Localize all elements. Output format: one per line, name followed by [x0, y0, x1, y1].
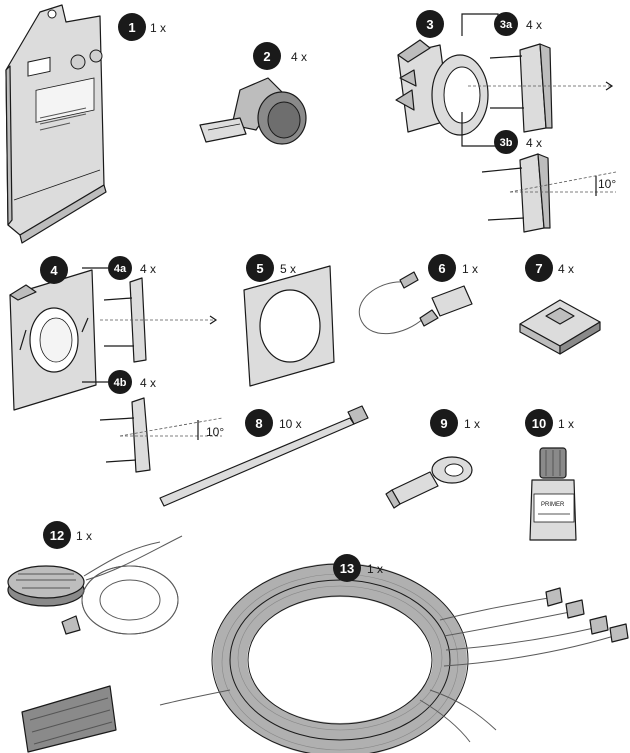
- qty-12: 1 x: [76, 529, 92, 543]
- control-unit: [5, 4, 107, 244]
- adhesive-mount-7: [519, 299, 601, 355]
- buzzer-12: [7, 535, 183, 635]
- badge-10: [525, 409, 553, 437]
- badge-2-number: 2: [263, 49, 270, 64]
- primer-label: PRIMER: [541, 502, 565, 508]
- ultrasonic-sensor: [199, 77, 307, 145]
- badge-12: [43, 521, 71, 549]
- gasket-5: [243, 265, 335, 387]
- badge-1-number: 1: [128, 20, 135, 35]
- badge-5: [246, 254, 274, 282]
- qty-8: 10 x: [279, 417, 302, 431]
- cable-tie-8: [159, 405, 369, 507]
- qty-10: 1 x: [558, 417, 574, 431]
- badge-1: [118, 13, 146, 41]
- badge-7-number: 7: [535, 261, 542, 276]
- angle-label-3b: 10°: [598, 177, 616, 191]
- badge-13: [333, 554, 361, 582]
- badge-4b: [108, 370, 132, 394]
- badge-3b: [494, 130, 518, 154]
- badge-3a: [494, 12, 518, 36]
- qty-4a: 4 x: [140, 262, 156, 276]
- badge-5-number: 5: [256, 261, 263, 276]
- badge-9-number: 9: [440, 416, 447, 431]
- badge-6: [428, 254, 456, 282]
- badge-3-number: 3: [426, 17, 433, 32]
- wiring-harness-13: [21, 563, 629, 753]
- badge-6-number: 6: [438, 261, 445, 276]
- qty-3a: 4 x: [526, 18, 542, 32]
- angled-insert-4b: 10°: [99, 397, 224, 473]
- sensor-holder-3: [395, 13, 614, 147]
- qty-9: 1 x: [464, 417, 480, 431]
- badge-4-number: 4: [50, 263, 58, 278]
- badge-8: [245, 409, 273, 437]
- badge-3a-number: 3a: [500, 19, 513, 31]
- badge-4b-number: 4b: [114, 377, 127, 389]
- badge-4a: [108, 256, 132, 280]
- angled-insert-3b: 10°: [481, 153, 616, 233]
- angle-label-4b: 10°: [206, 425, 224, 439]
- badge-8-number: 8: [255, 416, 262, 431]
- qty-7: 4 x: [558, 262, 574, 276]
- qty-3b: 4 x: [526, 136, 542, 150]
- badge-3: [416, 10, 444, 38]
- qty-6: 1 x: [462, 262, 478, 276]
- qty-4b: 4 x: [140, 376, 156, 390]
- mounting-plate-4: [9, 267, 218, 411]
- badge-12-number: 12: [50, 528, 64, 543]
- jumper-cable-6: [358, 271, 473, 335]
- badge-3b-number: 3b: [500, 137, 513, 149]
- badge-4a-number: 4a: [114, 263, 127, 275]
- badge-4: [40, 256, 68, 284]
- qty-13: 1 x: [367, 562, 383, 576]
- badge-7: [525, 254, 553, 282]
- ring-terminal-9: [385, 456, 473, 509]
- badge-9: [430, 409, 458, 437]
- badge-2: [253, 42, 281, 70]
- qty-2: 4 x: [291, 50, 307, 64]
- badge-13-number: 13: [340, 561, 354, 576]
- primer-bottle-10: PRIMER: [529, 447, 577, 541]
- badge-10-number: 10: [532, 416, 546, 431]
- qty-1: 1 x: [150, 21, 166, 35]
- qty-5: 5 x: [280, 262, 296, 276]
